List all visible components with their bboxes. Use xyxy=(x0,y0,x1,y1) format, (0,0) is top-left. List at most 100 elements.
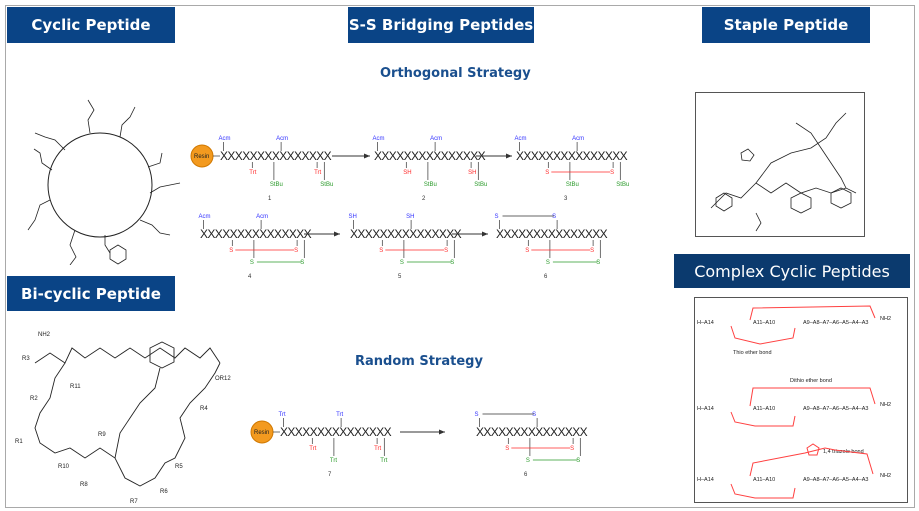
compound-number: 4 xyxy=(248,274,252,280)
svg-text:R7: R7 xyxy=(130,499,138,505)
svg-text:R6: R6 xyxy=(160,489,168,495)
svg-text:A9–A8–A7–A6–A5–A4–A3: A9–A8–A7–A6–A5–A4–A3 xyxy=(803,477,868,483)
protecting-group-top: SH xyxy=(406,214,414,220)
protecting-group-red: S xyxy=(590,248,594,254)
svg-text:R8: R8 xyxy=(80,482,88,488)
protecting-group-top: Acm xyxy=(256,214,268,220)
svg-text:A9–A8–A7–A6–A5–A4–A3: A9–A8–A7–A6–A5–A4–A3 xyxy=(803,320,868,326)
arrow-head xyxy=(364,153,370,159)
staple-peptide-structure xyxy=(710,112,857,232)
protecting-group-green: S xyxy=(526,458,530,464)
protecting-group-green: S xyxy=(300,260,304,266)
svg-text:H–A14: H–A14 xyxy=(697,477,714,483)
svg-text:R3: R3 xyxy=(22,356,30,362)
protecting-group-red: Trt xyxy=(249,170,256,176)
arrow-head xyxy=(482,231,488,237)
protecting-group-green: Trt xyxy=(380,458,387,464)
protecting-group-top: Trt xyxy=(336,412,343,418)
triazole-bridge-bottom xyxy=(730,483,796,499)
arrow-head xyxy=(439,429,445,435)
dithioether-bridge-top xyxy=(749,387,876,407)
protecting-group-green: S xyxy=(450,260,454,266)
svg-text:NH2: NH2 xyxy=(880,473,891,479)
staple-peptide-structure-box xyxy=(695,92,865,237)
protecting-group-top: S xyxy=(475,412,479,418)
triazole-bridge xyxy=(749,447,874,477)
protecting-group-green: StBu xyxy=(566,182,579,188)
arrow-head xyxy=(334,231,340,237)
protecting-group-green: Trt xyxy=(330,458,337,464)
triazinone-ring xyxy=(149,341,175,369)
n-terminus-1: H–A14 xyxy=(697,320,714,326)
protecting-group-top: Acm xyxy=(199,214,211,220)
protecting-group-red: Trt xyxy=(309,446,316,452)
protecting-group-top: Acm xyxy=(430,136,442,142)
protecting-group-red: S xyxy=(610,170,614,176)
protecting-group-red: S xyxy=(379,248,383,254)
protecting-group-top: Acm xyxy=(373,136,385,142)
macrocycle-ring xyxy=(47,132,153,238)
bond-label-triazole: 1,4 triazole bond xyxy=(823,449,864,455)
random-strategy-title: Random Strategy xyxy=(355,354,483,369)
svg-text:R2: R2 xyxy=(30,396,38,402)
phenyl-ring xyxy=(109,244,127,265)
side-chains xyxy=(27,99,181,265)
bicyclic-peptide-header: Bi-cyclic Peptide xyxy=(7,276,175,311)
staple-peptide-header: Staple Peptide xyxy=(702,7,870,43)
protecting-group-green: S xyxy=(400,260,404,266)
resin-label: Resin xyxy=(254,430,269,436)
protecting-group-red: S xyxy=(505,446,509,452)
protecting-group-red: S xyxy=(570,446,574,452)
svg-text:OR12: OR12 xyxy=(215,376,231,382)
protecting-group-red: S xyxy=(545,170,549,176)
protecting-group-top: Trt xyxy=(279,412,286,418)
compound-number: 7 xyxy=(328,472,332,478)
protecting-group-green: S xyxy=(546,260,550,266)
protecting-group-top: Acm xyxy=(515,136,527,142)
compound-number: 5 xyxy=(398,274,402,280)
compound-number: 6 xyxy=(524,472,528,478)
protecting-group-green: StBu xyxy=(474,182,487,188)
svg-text:R1: R1 xyxy=(15,439,23,445)
protecting-group-green: StBu xyxy=(616,182,629,188)
protecting-group-red: S xyxy=(444,248,448,254)
compound-number: 3 xyxy=(564,196,568,202)
figure-frame xyxy=(5,5,915,508)
orthogonal-strategy-title: Orthogonal Strategy xyxy=(380,66,531,81)
svg-text:NH2: NH2 xyxy=(880,316,891,322)
svg-text:R4: R4 xyxy=(200,406,208,412)
protecting-group-top: Acm xyxy=(219,136,231,142)
protecting-group-green: S xyxy=(250,260,254,266)
protecting-group-top: S xyxy=(552,214,556,220)
svg-text:A11–A10: A11–A10 xyxy=(753,406,775,412)
dithioether-bridge-bottom xyxy=(730,411,796,427)
complex-cyclic-structures-box: H–A14 A11–A10 A9–A8–A7–A6–A5–A4–A3 NH2 T… xyxy=(694,297,908,503)
svg-text:NH2: NH2 xyxy=(880,402,891,408)
peptide-sequence: XXXXXXXXXXXXXXX xyxy=(476,425,588,439)
svg-text:H–A14: H–A14 xyxy=(697,406,714,412)
protecting-group-green: StBu xyxy=(424,182,437,188)
protecting-group-green: S xyxy=(576,458,580,464)
protecting-group-green: S xyxy=(596,260,600,266)
backbone-ring xyxy=(34,362,221,487)
ss-bridging-header: S-S Bridging Peptides xyxy=(348,7,534,43)
svg-text:R10: R10 xyxy=(58,464,70,470)
protecting-group-red: S xyxy=(229,248,233,254)
compound-number: 2 xyxy=(422,196,426,202)
svg-text:A11–A10: A11–A10 xyxy=(753,477,775,483)
peptide-sequence: XXXXXXXXXXXXXXX xyxy=(220,149,332,163)
protecting-group-red: S xyxy=(294,248,298,254)
protecting-group-top: SH xyxy=(349,214,357,220)
thioether-bridge-top xyxy=(749,305,876,321)
compound-number: 6 xyxy=(544,274,548,280)
protecting-group-top: S xyxy=(495,214,499,220)
peptide-sequence: XXXXXXXXXXXXXXX xyxy=(280,425,392,439)
cyclic-peptide-structure xyxy=(27,99,181,265)
bond-label-thioether: Thio ether bond xyxy=(733,350,772,356)
protecting-group-red: Trt xyxy=(374,446,381,452)
svg-text:R5: R5 xyxy=(175,464,183,470)
svg-text:NH2: NH2 xyxy=(38,332,51,338)
peptide-sequence: XXXXXXXXXXXXXXX xyxy=(516,149,628,163)
protecting-group-red: S xyxy=(525,248,529,254)
